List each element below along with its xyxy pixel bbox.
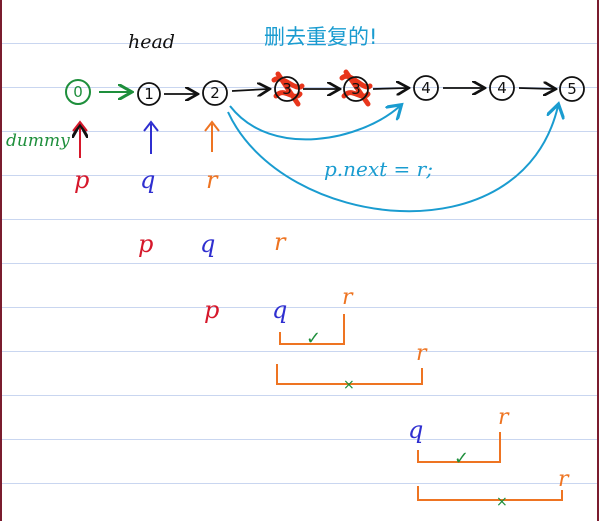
node-value: 3	[282, 80, 292, 98]
r-label: r	[206, 166, 219, 194]
skip-arc-to-node-5	[227, 106, 558, 213]
delete-duplicates-note: 删去重复的!	[264, 25, 377, 49]
list-node-5: 5	[559, 76, 585, 102]
node-value: 3	[351, 80, 361, 98]
pointer-row-3: p q r	[204, 285, 354, 324]
compare-bracket-ok-2	[417, 432, 501, 463]
node-value: 2	[210, 84, 220, 102]
q-label: q	[272, 296, 287, 324]
pointer-row-1: p q r	[74, 166, 219, 194]
list-node-3b: 3	[343, 76, 369, 102]
list-node-3a: 3	[274, 76, 300, 102]
assignment-label: p.next = r;	[324, 157, 433, 181]
r-label: r	[498, 405, 510, 430]
skip-arc-to-node-4	[229, 106, 400, 141]
next-arrow-4b-5	[518, 88, 554, 89]
pointer-row-2: p q r	[138, 228, 287, 258]
r-label: r	[416, 341, 428, 366]
q-label: q	[200, 230, 215, 258]
head-label: head	[128, 31, 175, 53]
compare-bracket-bad-1	[276, 364, 423, 385]
node-value: 5	[567, 80, 577, 98]
r-label: r	[274, 228, 287, 256]
cross-mark-icon: ×	[496, 494, 508, 510]
next-arrow-2-3a	[231, 89, 268, 91]
dummy-label: dummy	[6, 131, 70, 151]
check-mark-icon: ✓	[306, 328, 321, 349]
r-label: r	[342, 285, 354, 310]
p-arrowhead	[72, 120, 88, 132]
compare-bracket-bad-2	[417, 486, 563, 501]
next-arrow-3b-4a	[372, 88, 407, 89]
p-label: p	[204, 296, 219, 324]
p-label: p	[74, 166, 89, 194]
list-node-0: 0	[65, 79, 91, 105]
node-value: 1	[144, 85, 154, 103]
node-value: 4	[421, 79, 431, 97]
q-label: q	[140, 166, 155, 194]
list-node-1: 1	[137, 82, 161, 106]
q-arrowhead	[143, 120, 159, 132]
node-value: 0	[73, 83, 83, 101]
r-arrowhead	[204, 120, 220, 132]
list-node-4a: 4	[413, 75, 439, 101]
list-node-2: 2	[202, 80, 228, 106]
q-label: q	[408, 416, 423, 444]
node-value: 4	[497, 79, 507, 97]
r-label: r	[558, 467, 570, 492]
check-mark-icon: ✓	[454, 448, 469, 469]
p-label: p	[138, 230, 153, 258]
compare-bracket-ok-1	[279, 314, 345, 345]
cross-mark-icon: ×	[343, 377, 355, 393]
list-node-4b: 4	[489, 75, 515, 101]
pointer-row-4: q r	[408, 405, 510, 444]
